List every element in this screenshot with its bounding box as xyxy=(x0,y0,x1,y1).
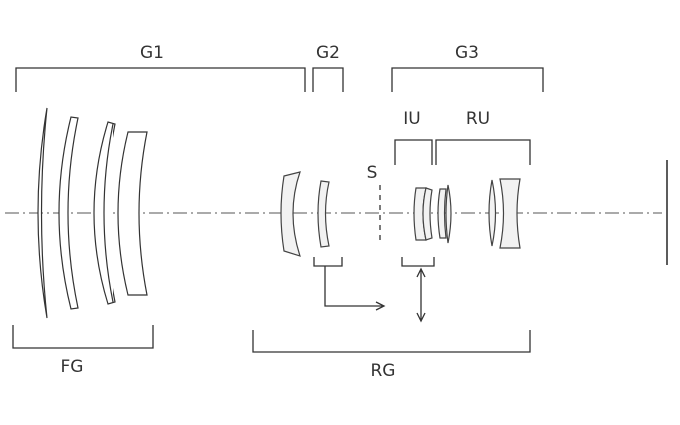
ru-lenses xyxy=(437,178,521,249)
label-fg: FG xyxy=(61,357,84,377)
ru-lens-1 xyxy=(437,188,447,239)
label-g2: G2 xyxy=(316,43,340,63)
bracket-rg xyxy=(252,330,531,353)
label-ru: RU xyxy=(466,109,490,129)
fg-lens-2 xyxy=(58,116,79,310)
ru-lens-3 xyxy=(488,179,497,247)
label-iu: IU xyxy=(403,109,420,129)
fg-lens-5 xyxy=(117,131,148,296)
fg-lens-1 xyxy=(37,107,48,319)
bracket-fg xyxy=(12,325,154,349)
ru-lens-4 xyxy=(499,178,521,249)
fg-lens-4 xyxy=(103,123,114,303)
iu-movement-arrow xyxy=(401,257,435,323)
fg-lenses xyxy=(37,107,148,319)
bracket-g1 xyxy=(15,67,306,92)
label-stop-s: S xyxy=(367,163,378,183)
bracket-iu xyxy=(394,139,433,165)
bracket-g2 xyxy=(312,67,344,92)
label-rg: RG xyxy=(371,361,396,381)
g2-movement-arrow xyxy=(313,257,386,311)
ru-lens-2 xyxy=(445,184,452,244)
g1-rear-lens xyxy=(280,171,301,257)
bracket-g3 xyxy=(391,67,544,92)
label-g3: G3 xyxy=(455,43,479,63)
iu-lens-2 xyxy=(422,187,433,241)
iu-lenses xyxy=(413,187,433,241)
label-g1: G1 xyxy=(140,43,164,63)
g2-lens xyxy=(317,180,330,248)
bracket-ru xyxy=(435,139,531,165)
